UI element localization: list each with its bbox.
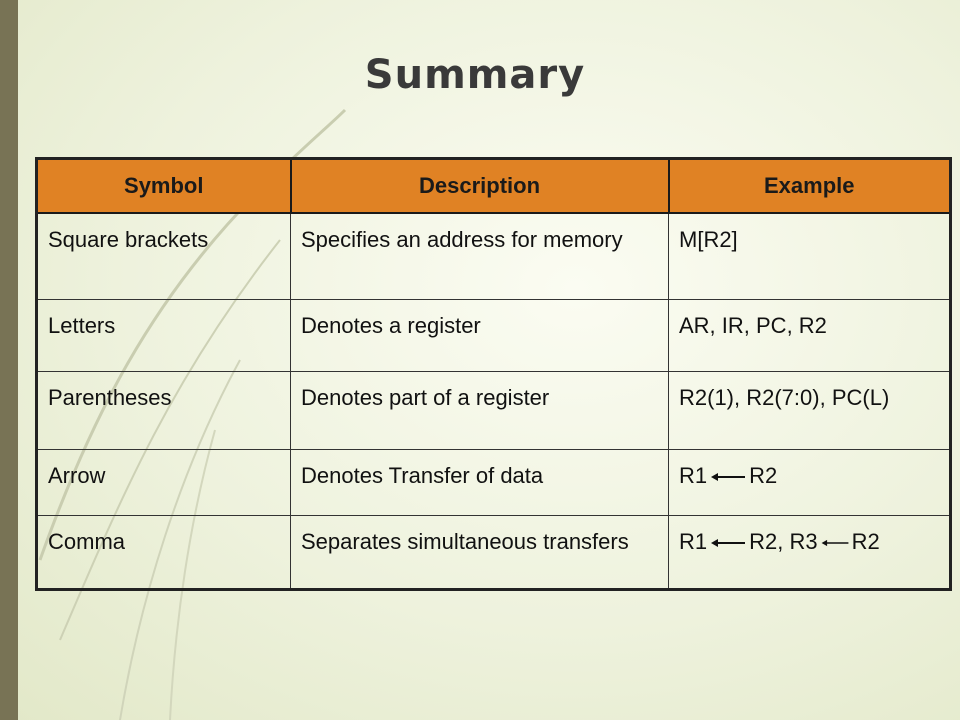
header-symbol: Symbol (35, 157, 292, 214)
table-row: Square brackets Specifies an address for… (36, 212, 951, 300)
description-cell: Denotes part of a register (290, 370, 669, 450)
symbol-cell: Square brackets (36, 212, 291, 300)
table-row: Parentheses Denotes part of a register R… (36, 370, 951, 450)
table-header-row: Symbol Description Example (35, 157, 952, 214)
example-cell: R2(1), R2(7:0), PC(L) (668, 370, 951, 450)
description-cell: Separates simultaneous transfers (290, 514, 669, 590)
left-arrow-icon (821, 539, 849, 546)
left-arrow-icon (711, 472, 746, 481)
header-example: Example (667, 157, 952, 214)
example-part: R2 (749, 462, 778, 488)
description-cell: Denotes Transfer of data (290, 448, 669, 516)
table-row: Letters Denotes a register AR, IR, PC, R… (36, 298, 951, 372)
example-cell: R1 R2 (668, 448, 951, 516)
example-part: R2 (851, 528, 880, 554)
page-title: Summary (364, 52, 586, 98)
symbol-cell: Arrow (36, 448, 291, 516)
symbol-cell: Comma (36, 514, 291, 590)
header-description: Description (289, 157, 670, 214)
symbol-cell: Parentheses (36, 370, 291, 450)
description-cell: Specifies an address for memory (290, 212, 669, 300)
description-cell: Denotes a register (290, 298, 669, 372)
table-row: Comma Separates simultaneous transfers R… (36, 514, 951, 590)
example-part: R1 (679, 462, 708, 488)
symbol-cell: Letters (36, 298, 291, 372)
example-cell: R1 R2, R3 R2 (668, 514, 951, 590)
table-row: Arrow Denotes Transfer of data R1 R2 (36, 448, 951, 516)
example-part: R1 (679, 528, 708, 554)
example-part: R2, R3 (749, 528, 818, 554)
left-arrow-icon (711, 538, 746, 547)
left-accent-bar (0, 0, 18, 720)
summary-table: Symbol Description Example Square bracke… (35, 157, 952, 591)
example-cell: M[R2] (668, 212, 951, 300)
example-cell: AR, IR, PC, R2 (668, 298, 951, 372)
